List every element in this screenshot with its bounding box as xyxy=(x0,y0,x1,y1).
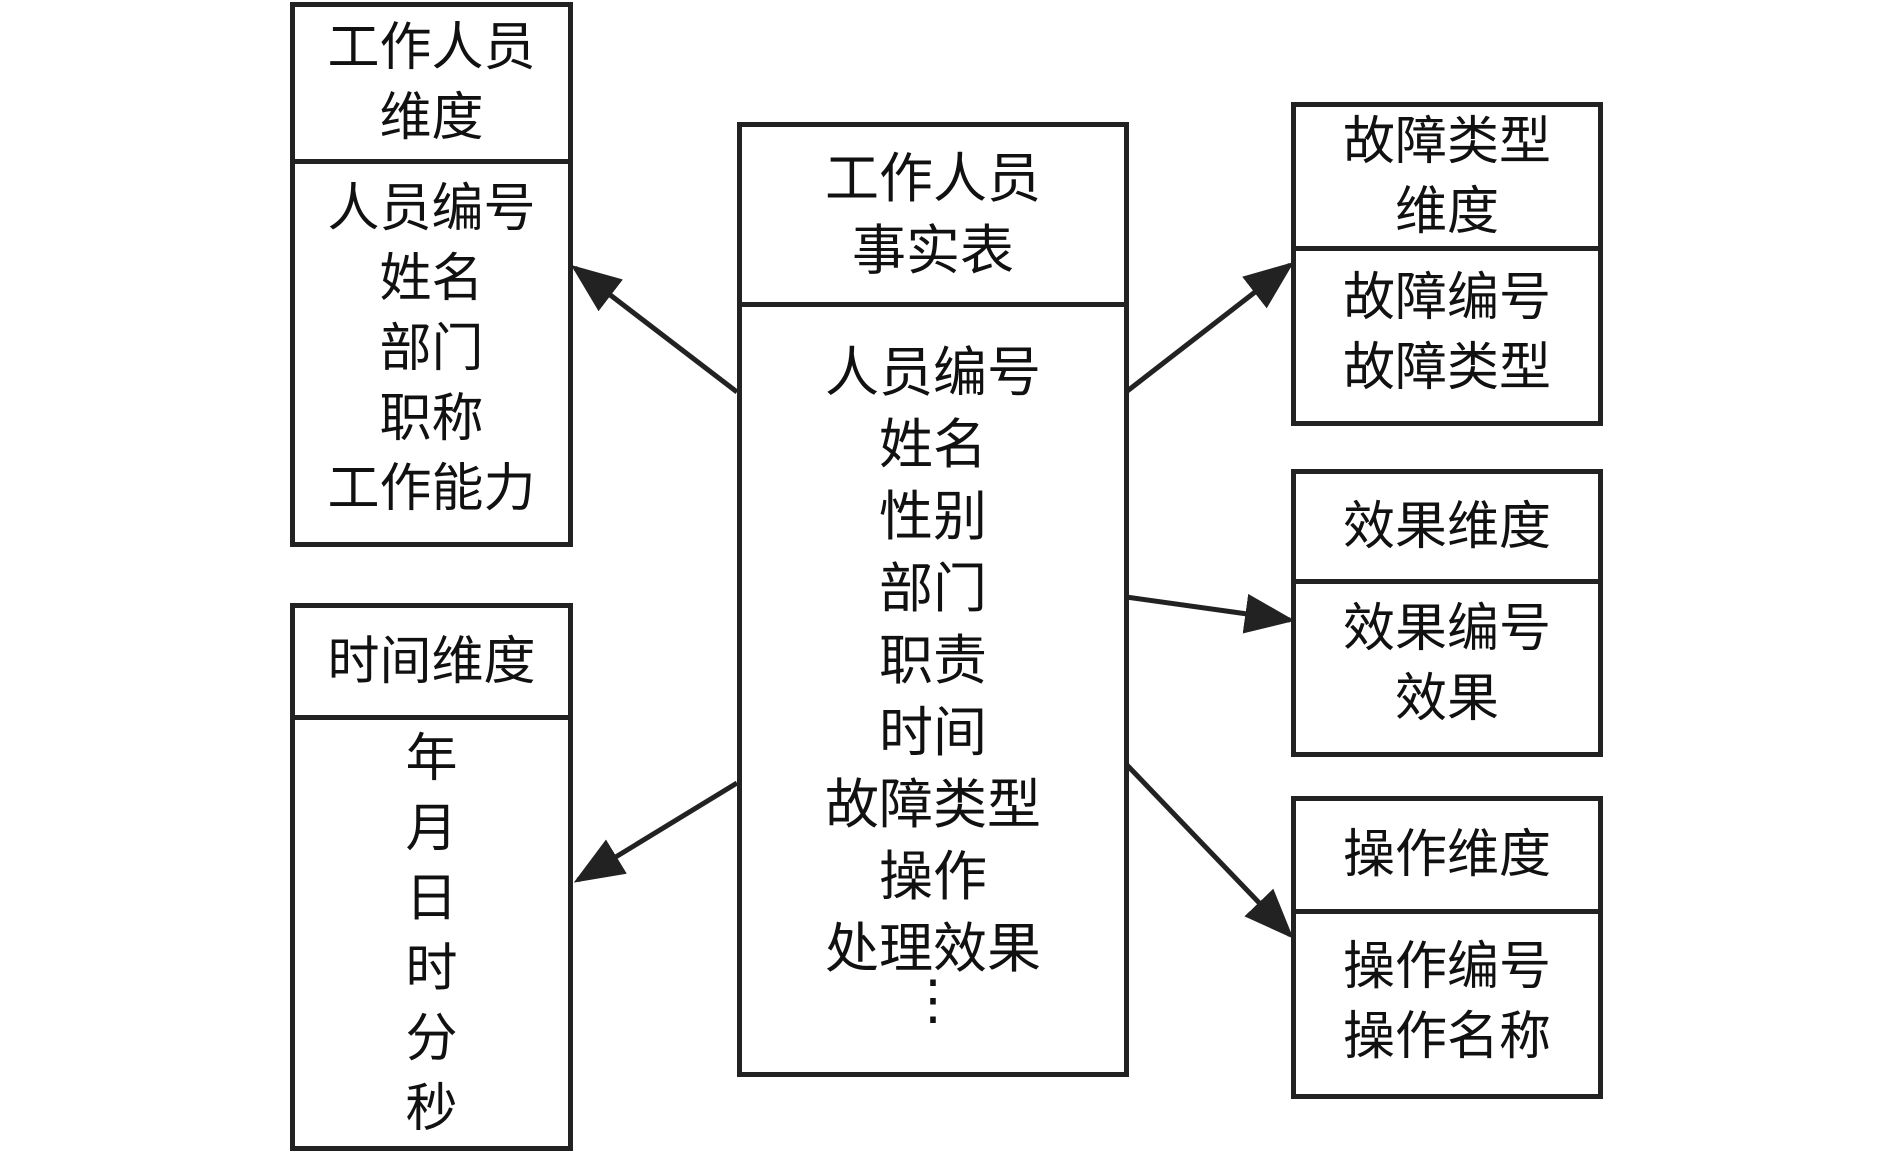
fault-type-dimension-title-line: 故障类型 xyxy=(1342,111,1551,172)
time-dimension-header: 时间维度 xyxy=(295,608,568,720)
operation-dimension-title: 操作维度 xyxy=(1342,825,1551,885)
time-dimension-fields: 年 月 日 时 分 秒 xyxy=(295,720,568,1146)
field: 年 xyxy=(405,729,458,789)
field: 月 xyxy=(405,799,458,859)
staff-dimension-table: 工作人员 维度 人员编号 姓名 部门 职称 工作能力 xyxy=(290,2,573,547)
fault-type-dimension-table: 故障类型 维度 故障编号 故障类型 xyxy=(1291,102,1603,426)
arrow-to-effect-dimension xyxy=(1125,593,1295,634)
fault-type-dimension-header: 故障类型 维度 xyxy=(1296,107,1598,251)
field: 部门 xyxy=(879,557,987,620)
operation-dimension-table: 操作维度 操作编号 操作名称 xyxy=(1291,796,1603,1099)
fact-table-fields: 人员编号 姓名 性别 部门 职责 时间 故障类型 操作 处理效果 ⋮ xyxy=(742,307,1124,1072)
field: 操作 xyxy=(879,845,987,908)
operation-dimension-header: 操作维度 xyxy=(1296,801,1598,914)
fact-table-title-line: 事实表 xyxy=(852,218,1014,282)
field: 秒 xyxy=(405,1079,458,1139)
field: 姓名 xyxy=(879,413,987,476)
field: 姓名 xyxy=(379,249,484,309)
field: 效果 xyxy=(1394,669,1499,729)
staff-dimension-title-line: 工作人员 xyxy=(327,18,536,78)
time-dimension-title: 时间维度 xyxy=(327,631,536,692)
effect-dimension-header: 效果维度 xyxy=(1296,474,1598,584)
arrow-to-fault-type-dimension xyxy=(1124,261,1294,394)
field: 故障类型 xyxy=(1342,338,1551,398)
field: 部门 xyxy=(379,319,484,379)
field: 时间 xyxy=(879,701,987,764)
operation-dimension-fields: 操作编号 操作名称 xyxy=(1296,914,1598,1094)
field: 故障类型 xyxy=(825,773,1041,836)
effect-dimension-fields: 效果编号 效果 xyxy=(1296,584,1598,752)
field: 时 xyxy=(405,939,458,999)
field: 人员编号 xyxy=(327,179,536,239)
arrow-to-time-dimension xyxy=(573,780,739,883)
field: 职称 xyxy=(379,389,484,449)
staff-dimension-title-line: 维度 xyxy=(379,88,484,148)
time-dimension-table: 时间维度 年 月 日 时 分 秒 xyxy=(290,603,573,1151)
arrow-to-operation-dimension xyxy=(1124,762,1294,939)
field: 工作能力 xyxy=(327,459,536,519)
more-fields-ellipsis: ⋮ xyxy=(906,968,960,1031)
field: 操作名称 xyxy=(1342,1007,1551,1067)
field: 处理效果 xyxy=(825,917,1041,980)
staff-dimension-fields: 人员编号 姓名 部门 职称 工作能力 xyxy=(295,164,568,542)
staff-fact-table: 工作人员 事实表 人员编号 姓名 性别 部门 职责 时间 故障类型 操作 处理效… xyxy=(737,122,1129,1077)
field: 故障编号 xyxy=(1342,268,1551,328)
fault-type-dimension-title-line: 维度 xyxy=(1394,181,1499,242)
arrow-to-staff-dimension xyxy=(571,264,739,394)
fault-type-dimension-fields: 故障编号 故障类型 xyxy=(1296,251,1598,421)
staff-dimension-header: 工作人员 维度 xyxy=(295,7,568,164)
field: 性别 xyxy=(879,485,987,548)
fact-table-title-line: 工作人员 xyxy=(825,146,1041,210)
field: 日 xyxy=(405,869,458,929)
field: 分 xyxy=(405,1009,458,1069)
field: 操作编号 xyxy=(1342,937,1551,997)
field: 效果编号 xyxy=(1342,599,1551,659)
effect-dimension-table: 效果维度 效果编号 效果 xyxy=(1291,469,1603,757)
effect-dimension-title: 效果维度 xyxy=(1342,496,1551,557)
field: 职责 xyxy=(879,629,987,692)
fact-table-header: 工作人员 事实表 xyxy=(742,127,1124,307)
field: 人员编号 xyxy=(825,341,1041,404)
